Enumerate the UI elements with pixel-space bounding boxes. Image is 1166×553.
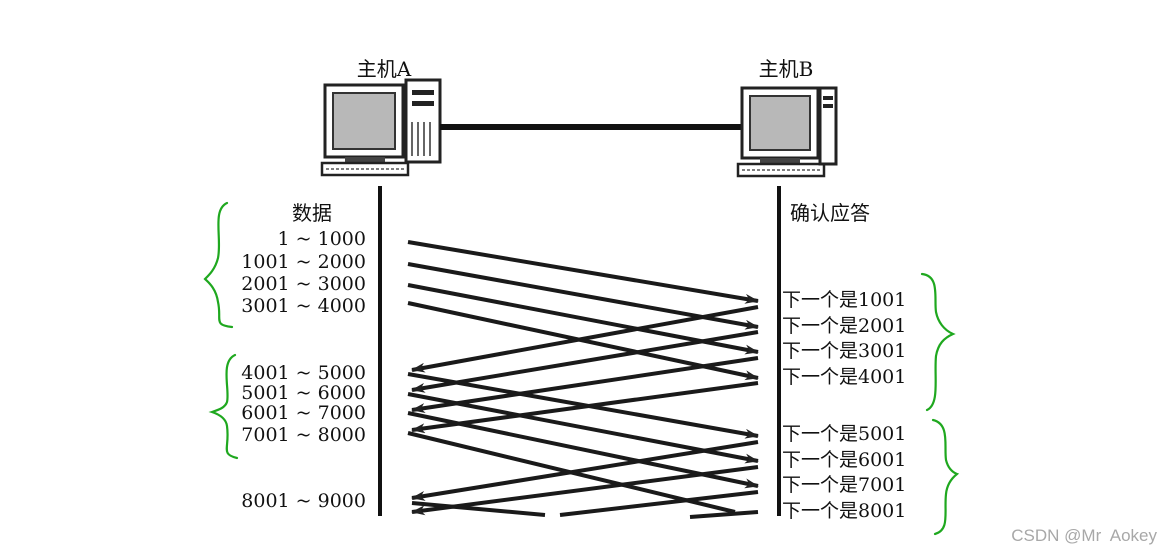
right-brace-top xyxy=(920,272,956,412)
ack-arrow xyxy=(411,330,759,393)
watermark: CSDN @Mr Aokey xyxy=(1011,526,1157,545)
data-range-label: 3001 ~ 4000 xyxy=(241,295,366,317)
ack-label: 下一个是8001 xyxy=(782,500,906,522)
ack-arrows xyxy=(411,305,759,519)
data-range-label: 5001 ~ 6000 xyxy=(241,382,366,404)
host-a-label: 主机A xyxy=(357,57,412,81)
host-b-computer-icon xyxy=(736,86,838,178)
data-range-label: 1001 ~ 2000 xyxy=(241,251,366,273)
ack-label: 下一个是1001 xyxy=(782,289,906,311)
ack-label: 下一个是2001 xyxy=(782,315,906,337)
ack-arrow xyxy=(411,356,759,414)
annotation-braces xyxy=(203,201,960,536)
right-brace-bottom xyxy=(931,418,960,536)
data-range-label: 1 ~ 1000 xyxy=(278,228,366,250)
ack-label: 下一个是4001 xyxy=(782,366,906,388)
data-range-label: 7001 ~ 8000 xyxy=(241,424,366,446)
ack-arrow-partial xyxy=(559,490,759,517)
host-a-computer-icon xyxy=(320,78,442,177)
left-brace-bottom xyxy=(208,353,239,460)
ack-arrow xyxy=(411,440,759,501)
data-column-header: 数据 xyxy=(292,201,332,225)
ack-label: 下一个是3001 xyxy=(782,340,906,362)
ack-arrow xyxy=(411,465,759,516)
data-range-label: 6001 ~ 7000 xyxy=(241,402,366,424)
ack-label: 下一个是7001 xyxy=(782,474,906,496)
ack-arrow-partial xyxy=(689,510,759,519)
left-brace-top xyxy=(203,201,234,329)
ack-column-header: 确认应答 xyxy=(790,201,870,225)
ack-arrow xyxy=(411,305,759,373)
host-b-label: 主机B xyxy=(759,57,814,81)
data-segment-arrow-partial xyxy=(411,501,546,517)
ack-arrow xyxy=(411,381,759,434)
data-range-label: 8001 ~ 9000 xyxy=(241,490,366,512)
data-segment-arrow xyxy=(407,240,759,304)
ack-label: 下一个是6001 xyxy=(782,449,906,471)
data-range-label: 4001 ~ 5000 xyxy=(241,362,366,384)
ack-label: 下一个是5001 xyxy=(782,423,906,445)
data-range-label: 2001 ~ 3000 xyxy=(241,273,366,295)
